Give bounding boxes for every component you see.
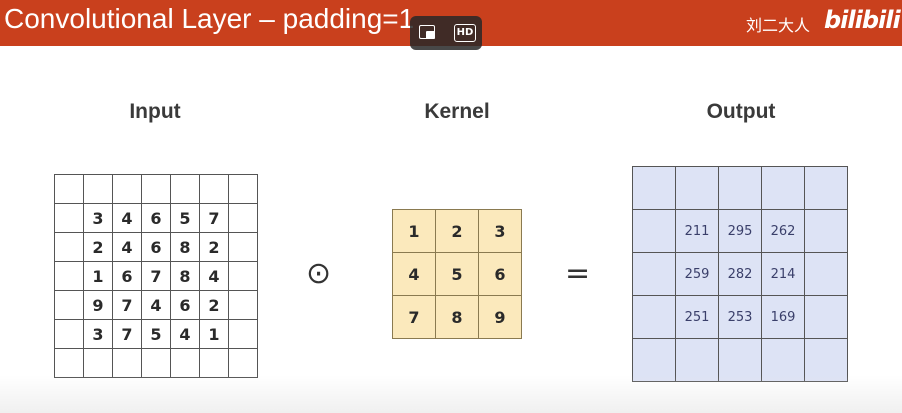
input-cell <box>229 349 258 378</box>
input-cell: 8 <box>171 262 200 291</box>
input-cell <box>200 175 229 204</box>
input-cell <box>113 349 142 378</box>
author-name: 刘二大人 <box>746 16 811 35</box>
output-cell: 214 <box>762 253 805 296</box>
input-cell <box>113 175 142 204</box>
input-cell: 8 <box>171 233 200 262</box>
kernel-cell: 3 <box>479 210 522 253</box>
input-cell <box>55 262 84 291</box>
output-cell <box>805 253 848 296</box>
input-cell: 6 <box>142 204 171 233</box>
output-cell <box>719 167 762 210</box>
slide-title: Convolutional Layer – padding=1 <box>4 3 415 34</box>
input-cell <box>55 349 84 378</box>
input-cell: 4 <box>113 233 142 262</box>
input-cell: 4 <box>142 291 171 320</box>
input-cell: 6 <box>171 291 200 320</box>
output-cell <box>805 210 848 253</box>
input-cell <box>55 320 84 349</box>
kernel-cell: 2 <box>436 210 479 253</box>
output-cell <box>633 296 676 339</box>
output-title: Output <box>706 100 776 123</box>
input-cell <box>229 320 258 349</box>
bilibili-logo: bilibili <box>824 6 901 34</box>
input-cell <box>229 262 258 291</box>
output-cell: 259 <box>676 253 719 296</box>
input-cell <box>142 349 171 378</box>
output-cell: 211 <box>676 210 719 253</box>
input-cell: 7 <box>113 320 142 349</box>
output-cell <box>805 296 848 339</box>
kernel-cell: 7 <box>393 296 436 339</box>
input-cell <box>55 204 84 233</box>
bottom-fade <box>0 375 902 413</box>
output-cell: 282 <box>719 253 762 296</box>
output-cell <box>676 167 719 210</box>
input-cell <box>200 349 229 378</box>
picture-in-picture-icon[interactable] <box>418 24 438 42</box>
kernel-cell: 9 <box>479 296 522 339</box>
input-cell: 7 <box>113 291 142 320</box>
input-cell: 4 <box>171 320 200 349</box>
input-cell <box>84 175 113 204</box>
hd-quality-button[interactable]: HD <box>454 24 476 42</box>
input-cell <box>171 175 200 204</box>
kernel-cell: 8 <box>436 296 479 339</box>
input-cell: 3 <box>84 204 113 233</box>
input-cell: 4 <box>113 204 142 233</box>
output-cell <box>633 210 676 253</box>
input-cell: 6 <box>113 262 142 291</box>
input-cell: 5 <box>171 204 200 233</box>
input-cell <box>229 175 258 204</box>
output-cell: 253 <box>719 296 762 339</box>
input-cell: 7 <box>142 262 171 291</box>
input-cell <box>55 291 84 320</box>
convolution-operator-icon: ⊙ <box>306 256 332 291</box>
equals-sign: = <box>565 256 591 291</box>
input-cell <box>55 233 84 262</box>
input-cell: 9 <box>84 291 113 320</box>
input-cell: 1 <box>200 320 229 349</box>
input-cell: 5 <box>142 320 171 349</box>
input-cell: 7 <box>200 204 229 233</box>
output-cell: 295 <box>719 210 762 253</box>
input-cell: 2 <box>84 233 113 262</box>
input-cell <box>142 175 171 204</box>
input-cell <box>84 349 113 378</box>
output-cell <box>762 167 805 210</box>
input-cell: 2 <box>200 291 229 320</box>
kernel-cell: 1 <box>393 210 436 253</box>
kernel-cell: 6 <box>479 253 522 296</box>
input-cell: 4 <box>200 262 229 291</box>
video-controls-overlay: HD <box>410 16 482 50</box>
output-cell <box>633 167 676 210</box>
input-cell <box>55 175 84 204</box>
input-cell <box>229 233 258 262</box>
input-title: Input <box>129 100 181 123</box>
input-cell: 6 <box>142 233 171 262</box>
output-cell: 169 <box>762 296 805 339</box>
kernel-title: Kernel <box>424 100 490 123</box>
output-cell <box>805 167 848 210</box>
input-cell: 1 <box>84 262 113 291</box>
output-cell: 251 <box>676 296 719 339</box>
input-cell: 2 <box>200 233 229 262</box>
output-cell: 262 <box>762 210 805 253</box>
kernel-cell: 4 <box>393 253 436 296</box>
input-cell <box>171 349 200 378</box>
input-cell <box>229 204 258 233</box>
input-cell <box>229 291 258 320</box>
output-cell <box>633 253 676 296</box>
input-cell: 3 <box>84 320 113 349</box>
kernel-cell: 5 <box>436 253 479 296</box>
